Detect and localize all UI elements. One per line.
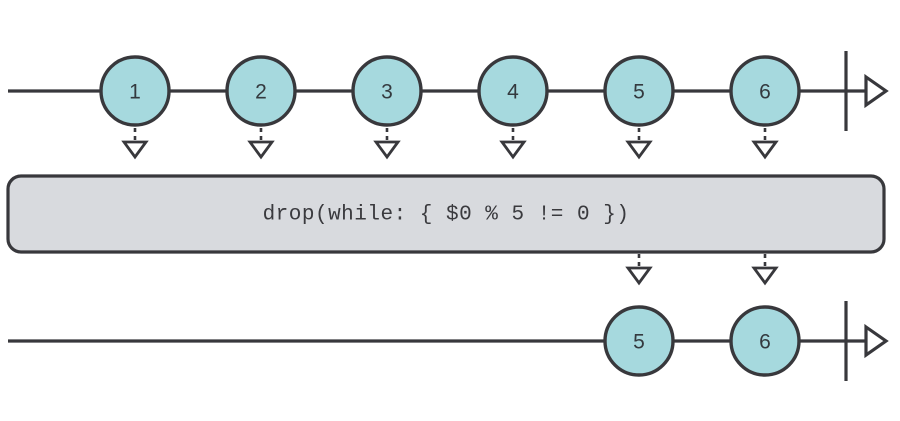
output-marble-circle[interactable] [603,305,675,377]
input-marble-group: 1 2 3 4 5 6 [99,55,801,127]
input-marble-circle[interactable] [729,55,801,127]
input-marble-circle[interactable] [603,55,675,127]
output-tick [625,254,653,286]
input-tick-triangle-icon [121,140,149,160]
input-marble-label: 5 [633,81,645,104]
input-marble[interactable]: 6 [729,55,801,127]
input-marble-label: 6 [759,81,771,104]
output-marble-label: 5 [633,331,645,354]
input-marble-circle[interactable] [477,55,549,127]
output-marble[interactable]: 6 [729,305,801,377]
input-timeline: 1 2 3 4 5 6 [8,51,889,160]
input-arrowhead-icon [864,73,889,109]
operator-box-rect[interactable] [6,174,886,254]
input-tick-triangle-icon [247,140,275,160]
output-tick-triangle-icon [625,266,653,286]
input-tick-triangle-icon [499,140,527,160]
input-marble[interactable]: 4 [477,55,549,127]
input-marble[interactable]: 5 [603,55,675,127]
input-tick-group [121,128,779,160]
output-tick-triangle-icon [751,266,779,286]
output-arrowhead-icon [864,323,889,359]
input-tick [499,128,527,160]
operator-box[interactable]: drop(while: { $0 % 5 != 0 }) [6,174,886,254]
input-marble-label: 4 [507,81,519,104]
input-tick-triangle-icon [625,140,653,160]
input-tick-triangle-icon [373,140,401,160]
input-tick [121,128,149,160]
input-marble-circle[interactable] [225,55,297,127]
input-tick-triangle-icon [751,140,779,160]
input-marble[interactable]: 3 [351,55,423,127]
input-marble[interactable]: 1 [99,55,171,127]
input-tick [625,128,653,160]
output-tick-group [625,254,779,286]
operator-label: drop(while: { $0 % 5 != 0 }) [263,204,630,227]
input-marble-label: 2 [255,81,267,104]
input-tick [751,128,779,160]
output-marble-label: 6 [759,331,771,354]
input-marble-circle[interactable] [99,55,171,127]
input-marble-label: 3 [381,81,393,104]
input-marble-label: 1 [129,81,141,104]
output-marble-circle[interactable] [729,305,801,377]
input-marble[interactable]: 2 [225,55,297,127]
input-marble-circle[interactable] [351,55,423,127]
output-tick [751,254,779,286]
input-tick [247,128,275,160]
output-marble[interactable]: 5 [603,305,675,377]
input-tick [373,128,401,160]
